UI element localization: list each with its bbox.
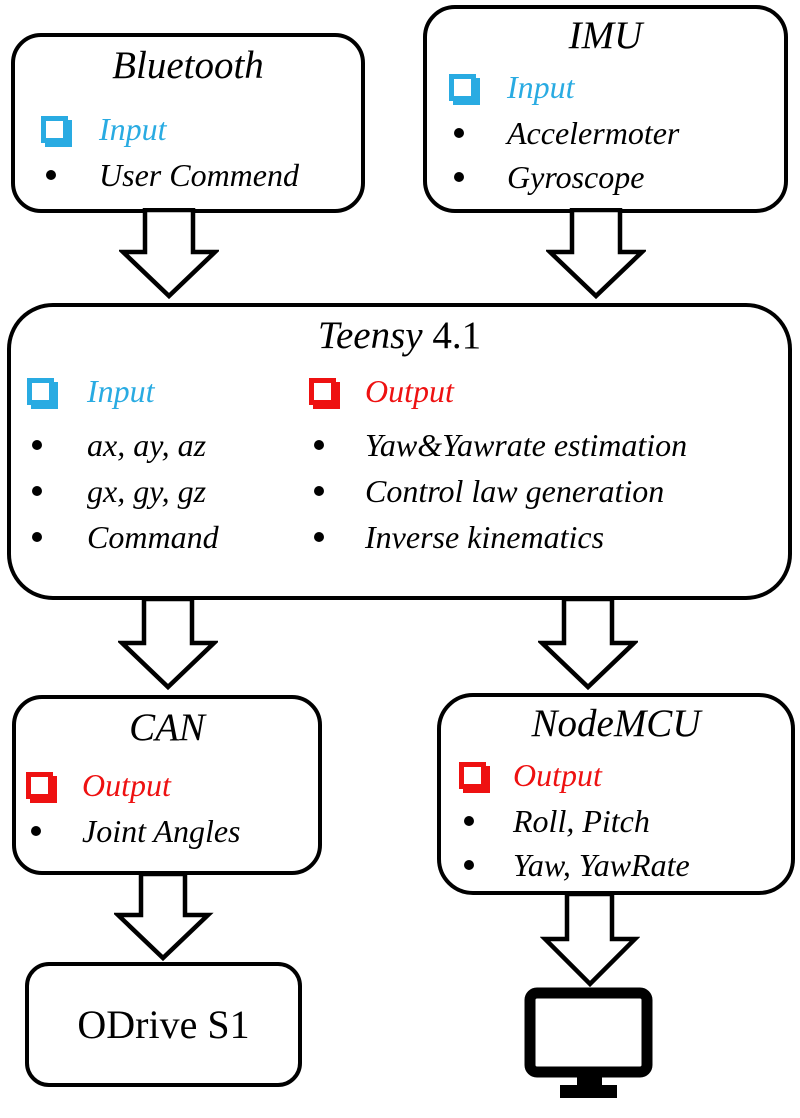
bullet-dot-icon [32, 532, 42, 542]
bullet-dot-icon [464, 816, 474, 826]
block-arrow-down-icon [118, 597, 218, 691]
block-arrow-down-icon [119, 208, 219, 300]
bullet-text: Yaw, YawRate [513, 846, 690, 883]
teensy-title: Teensy 4.1 [11, 313, 788, 359]
marker-cell [441, 860, 513, 870]
bullet-text: Accelermoter [507, 114, 680, 151]
shadowed-square-icon [309, 377, 336, 405]
marker-cell [441, 761, 513, 789]
nodemcu-bullet-row: Yaw, YawRate [441, 845, 791, 885]
shadowed-square-icon [449, 73, 476, 101]
imu-input-row: Input [427, 67, 784, 107]
teensy-title-version: 4.1 [422, 314, 482, 357]
marker-cell [303, 486, 365, 496]
marker-cell [16, 771, 82, 799]
bullet-text: Command [87, 518, 219, 555]
bluetooth-input-row: Input [15, 109, 361, 149]
bullet-text: Control law generation [365, 472, 665, 509]
bullet-dot-icon [314, 440, 324, 450]
bullet-text: ax, ay, az [87, 426, 207, 463]
marker-cell [303, 377, 365, 405]
bullet-text: gx, gy, gz [87, 472, 207, 509]
bluetooth-bullet-row: User Commend [15, 155, 361, 195]
bullet-dot-icon [314, 532, 324, 542]
nodemcu-bullet-row: Roll, Pitch [441, 801, 791, 841]
output-label: Output [365, 372, 454, 409]
block-arrow-down-icon [540, 892, 640, 988]
bullet-text: Joint Angles [82, 812, 241, 849]
teensy-input-column: Input ax, ay, az gx, gy, gz [11, 371, 303, 557]
imu-bullet-row: Accelermoter [427, 113, 784, 153]
bullet-text: Yaw&Yawrate estimation [365, 426, 688, 463]
monitor-icon [524, 987, 653, 1098]
bullet-dot-icon [454, 128, 464, 138]
bullet-dot-icon [32, 486, 42, 496]
input-label: Input [507, 68, 575, 105]
shadowed-square-icon [41, 115, 68, 143]
marker-cell [11, 532, 87, 542]
input-label: Input [99, 110, 167, 147]
nodemcu-output-row: Output [441, 755, 791, 795]
bullet-text: Inverse kinematics [365, 518, 605, 555]
teensy-box: Teensy 4.1 Input ax, ay, az [7, 303, 792, 600]
teensy-output-row: Output [303, 371, 788, 411]
teensy-bullet-row: gx, gy, gz [11, 471, 303, 511]
marker-cell [11, 440, 87, 450]
marker-cell [427, 128, 507, 138]
marker-cell [303, 440, 365, 450]
shadowed-square-icon [26, 771, 53, 799]
block-arrow-down-icon [546, 208, 646, 300]
marker-cell [15, 170, 99, 180]
block-arrow-down-icon [114, 872, 214, 962]
bullet-text: Gyroscope [507, 158, 645, 195]
marker-cell [427, 73, 507, 101]
bluetooth-box: Bluetooth Input User Commend [11, 33, 365, 213]
marker-cell [11, 377, 87, 405]
nodemcu-box: NodeMCU Output Roll, Pitch Yaw, YawRate [437, 693, 795, 895]
imu-bullet-row: Gyroscope [427, 157, 784, 197]
teensy-bullet-row: Inverse kinematics [303, 517, 788, 557]
odrive-box: ODrive S1 [25, 962, 302, 1087]
marker-cell [441, 816, 513, 826]
shadowed-square-icon [27, 377, 54, 405]
teensy-bullet-row: Command [11, 517, 303, 557]
teensy-bullet-row: Control law generation [303, 471, 788, 511]
bullet-dot-icon [314, 486, 324, 496]
output-label: Output [513, 756, 602, 793]
odrive-title: ODrive S1 [77, 1001, 250, 1047]
can-title: CAN [129, 706, 205, 749]
bullet-dot-icon [32, 440, 42, 450]
block-arrow-down-icon [538, 597, 638, 691]
teensy-bullet-row: Yaw&Yawrate estimation [303, 425, 788, 465]
teensy-columns: Input ax, ay, az gx, gy, gz [11, 371, 788, 557]
marker-cell [16, 826, 82, 836]
can-output-row: Output [16, 765, 318, 805]
can-box: CAN Output Joint Angles [12, 695, 322, 875]
bluetooth-title: Bluetooth [112, 44, 264, 87]
can-bullet-row: Joint Angles [16, 811, 318, 851]
output-label: Output [82, 766, 171, 803]
bullet-dot-icon [46, 170, 56, 180]
teensy-output-column: Output Yaw&Yawrate estimation Control la… [303, 371, 788, 557]
imu-box: IMU Input Accelermoter Gyroscope [423, 5, 788, 213]
teensy-input-row: Input [11, 371, 303, 411]
bullet-dot-icon [31, 826, 41, 836]
marker-cell [11, 486, 87, 496]
bullet-text: User Commend [99, 156, 299, 193]
shadowed-square-icon [459, 761, 486, 789]
teensy-title-italic: Teensy [317, 314, 423, 357]
bullet-text: Roll, Pitch [513, 802, 650, 839]
nodemcu-title: NodeMCU [531, 702, 701, 745]
teensy-bullet-row: ax, ay, az [11, 425, 303, 465]
bullet-dot-icon [454, 172, 464, 182]
imu-title: IMU [568, 14, 643, 57]
input-label: Input [87, 372, 155, 409]
marker-cell [427, 172, 507, 182]
bullet-dot-icon [464, 860, 474, 870]
marker-cell [15, 115, 99, 143]
marker-cell [303, 532, 365, 542]
